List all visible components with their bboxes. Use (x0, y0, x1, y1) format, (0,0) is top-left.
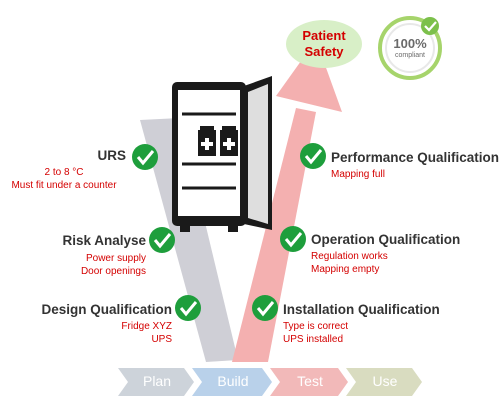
patient-safety-bubble (286, 20, 362, 68)
design-qualification-block: Design Qualification (20, 302, 172, 317)
phase-test-label: Test (297, 373, 323, 389)
compliant-word: compliant (395, 52, 425, 59)
patient-safety-line-1: Patient (302, 28, 346, 43)
v-arrow-head (276, 40, 342, 112)
operation-qualification-block: Operation Qualification Regulation works… (311, 232, 460, 276)
patient-safety-line-2: Safety (304, 44, 344, 59)
v-right-arm (232, 108, 316, 362)
compliant-badge (378, 16, 442, 80)
design-qualification-title: Design Qualification (41, 302, 172, 317)
performance-qualification-block: Performance Qualification Mapping full (331, 150, 499, 181)
installation-qualification-block: Installation Qualification Type is corre… (283, 302, 440, 346)
operation-detail-2: Mapping empty (311, 264, 380, 275)
check-icon (300, 143, 326, 169)
risk-analyse-details: Power supply Door openings (40, 252, 146, 278)
phase-build-shape (192, 368, 272, 396)
check-icon (132, 144, 158, 170)
risk-analyse-block: Risk Analyse (20, 233, 146, 248)
operation-qualification-title: Operation Qualification (311, 232, 461, 247)
urs-block: URS (20, 148, 126, 163)
phase-use-shape (346, 368, 422, 396)
phase-build-label: Build (217, 373, 249, 389)
check-icon (252, 295, 278, 321)
performance-detail-1: Mapping full (331, 169, 385, 180)
performance-qualification-title: Performance Qualification (331, 150, 500, 165)
medicine-box-icon (198, 126, 238, 156)
urs-details: 2 to 8 °C Must fit under a counter (0, 166, 128, 192)
check-icon (280, 226, 306, 252)
check-icon (149, 227, 175, 253)
installation-qualification-title: Installation Qualification (283, 302, 440, 317)
phase-test-shape (270, 368, 348, 396)
urs-detail-1: 2 to 8 °C (44, 167, 84, 178)
urs-title: URS (97, 148, 126, 163)
installation-detail-2: UPS installed (283, 334, 344, 345)
patient-safety-text: Patient Safety (290, 28, 358, 60)
phase-plan-shape (118, 368, 194, 396)
compliant-percent: 100% (393, 36, 427, 51)
design-detail-1: Fridge XYZ (121, 321, 172, 332)
installation-detail-1: Type is correct (283, 321, 349, 332)
design-qualification-details: Fridge XYZ UPS (60, 320, 172, 346)
risk-detail-1: Power supply (85, 253, 146, 264)
phase-plan-label: Plan (142, 373, 172, 389)
v-left-arm (140, 118, 238, 362)
risk-analyse-title: Risk Analyse (62, 233, 146, 248)
risk-detail-2: Door openings (80, 266, 146, 277)
design-detail-2: UPS (151, 334, 172, 345)
urs-detail-2: Must fit under a counter (11, 180, 117, 191)
check-icon (175, 295, 201, 321)
phase-use-label: Use (372, 373, 398, 389)
operation-detail-1: Regulation works (311, 251, 388, 262)
